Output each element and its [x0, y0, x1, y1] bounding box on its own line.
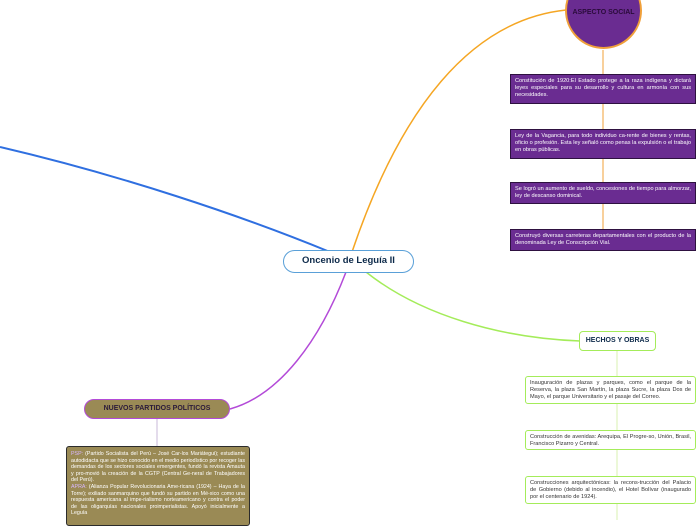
psp-text: (Partido Socialista del Perú – José Car-… — [71, 451, 245, 484]
social-item-1[interactable]: Constitución de 1920:El Estado protege a… — [510, 74, 696, 104]
hechos-item-3[interactable]: Construcciones arquitectónicas: la recon… — [525, 476, 696, 504]
aspecto-social-title: ASPECTO SOCIAL — [572, 9, 635, 16]
link-to-left-offscreen — [0, 146, 331, 253]
link-to-partidos — [229, 271, 347, 410]
link-to-hechos-obras — [365, 271, 581, 342]
social-item-4[interactable]: Construyó diversas carreteras departamen… — [510, 229, 696, 251]
social-item-2[interactable]: Ley de la Vagancia, para todo individuo … — [510, 129, 696, 159]
apra-text: (Alianza Popular Revolucionaria Ame-rica… — [71, 483, 245, 517]
hechos-item-1[interactable]: Inauguración de plazas y parques, como e… — [525, 376, 696, 404]
link-to-aspecto-social — [351, 9, 567, 253]
apra-acronym: APRA: — [71, 483, 87, 490]
psp-acronym: PSP: — [71, 451, 84, 457]
social-item-3[interactable]: Se logró un aumento de sueldo, concesion… — [510, 182, 696, 204]
hechos-obras-topic[interactable]: HECHOS Y OBRAS — [579, 331, 656, 351]
central-topic[interactable]: Oncenio de Leguía II — [283, 250, 414, 273]
hechos-item-2[interactable]: Construcción de avenidas: Arequipa, El P… — [525, 430, 696, 450]
partidos-topic[interactable]: NUEVOS PARTIDOS POLÍTICOS — [84, 399, 230, 419]
partidos-detail[interactable]: PSP: (Partido Socialista del Perú – José… — [66, 446, 250, 526]
